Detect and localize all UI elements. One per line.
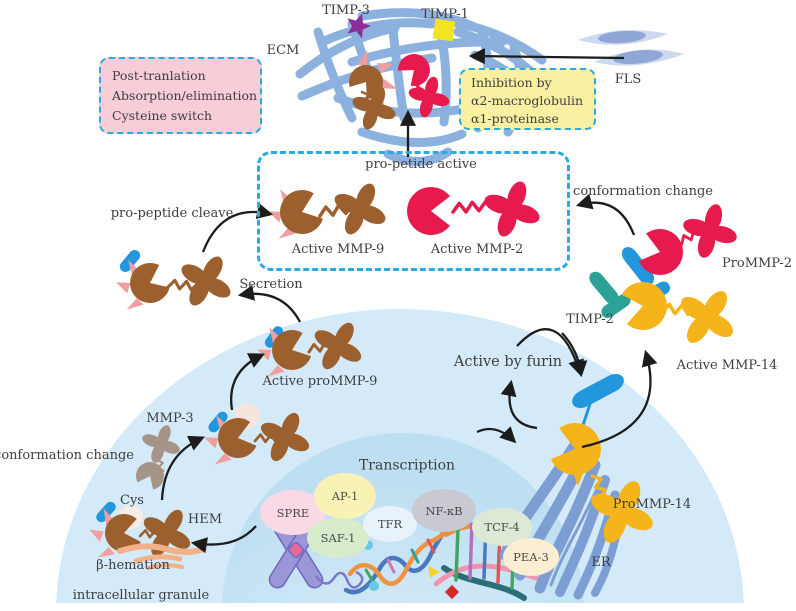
pro-peptide-active-box <box>257 151 570 271</box>
inhibition-note-line: Inhibition by <box>471 75 552 90</box>
label-active-mmp14: Active MMP-14 <box>676 357 778 373</box>
timp2-complex <box>586 197 750 360</box>
label-prommp14: ProMMP-14 <box>612 496 692 512</box>
tf-bubble-saf1: SAF-1 <box>307 518 369 558</box>
label-transcription: Transcription <box>358 457 456 474</box>
regulation-note-line: Absorption/elimination <box>112 88 258 103</box>
prommp14-shape <box>548 418 667 557</box>
label-mmp3: MMP-3 <box>146 410 194 426</box>
label-active-by-furin: Active by furin <box>453 354 563 371</box>
secreted-prommp9-shape <box>111 243 244 319</box>
label-cys: Cys <box>120 492 144 508</box>
label-conformation-change-left: conformation change <box>0 447 134 463</box>
chromatin-thread <box>314 570 364 589</box>
tf-bubble-label: SPRE <box>276 505 310 520</box>
label-prommp2: ProMMP-2 <box>721 255 793 271</box>
label-ecm: ECM <box>266 42 300 58</box>
label-timp2: TIMP-2 <box>566 311 614 327</box>
timp1-square <box>432 18 456 42</box>
tf-bubble-label: AP-1 <box>331 489 359 503</box>
arrows <box>160 48 658 554</box>
label-active-prommp9: Active proMMP-9 <box>262 373 378 389</box>
label-active-mmp2: Active MMP-2 <box>430 241 524 257</box>
tf-bubble-label: TCF-4 <box>484 520 520 534</box>
label-pro-petide-active: pro-petide active <box>365 156 477 172</box>
label-conformation-change-right: conformation change <box>573 183 713 199</box>
tf-bubble-ap1: AP-1 <box>314 473 376 519</box>
tf-bubble-label: PEA-3 <box>513 550 549 564</box>
regulation-note-line: Cysteine switch <box>112 108 213 123</box>
inhibition-note-line: α2-macroglobulin <box>471 93 584 109</box>
fls-cells <box>578 30 684 66</box>
timp3-star <box>347 13 372 39</box>
inhibition-note-box: Inhibition by α2-macroglobulin α1-protei… <box>459 68 596 130</box>
tf-bubble-label: SAF-1 <box>320 531 356 545</box>
inhibition-note-line: α1-proteinase <box>471 111 559 127</box>
regulation-note-box: Post-tranlation Absorption/elimination C… <box>99 57 262 134</box>
label-er: ER <box>591 554 611 570</box>
tf-bubble-pea3: PEA-3 <box>503 538 559 576</box>
label-timp3: TIMP-3 <box>322 2 370 18</box>
tf-bubble-tfr: TFR <box>363 506 417 542</box>
tf-bubble-label: NF-κB <box>425 503 463 518</box>
label-active-mmp9: Active MMP-9 <box>291 241 385 257</box>
tf-bubble-label: TFR <box>377 517 403 531</box>
label-beta-hemation: β-hemation <box>96 557 170 573</box>
prommp9-mmp3-shape <box>199 402 320 472</box>
label-intracellular-granule: intracellular granule <box>72 587 210 603</box>
label-pro-peptide-cleave: pro-peptide cleave <box>110 205 234 221</box>
tf-bubble-nfkb: NF-κB <box>412 489 476 532</box>
label-fls: FLS <box>614 71 642 87</box>
label-secretion: Secretion <box>239 276 303 292</box>
label-hem: HEM <box>187 511 223 527</box>
label-timp1: TIMP-1 <box>421 6 469 22</box>
regulation-note-line: Post-tranlation <box>112 68 206 83</box>
